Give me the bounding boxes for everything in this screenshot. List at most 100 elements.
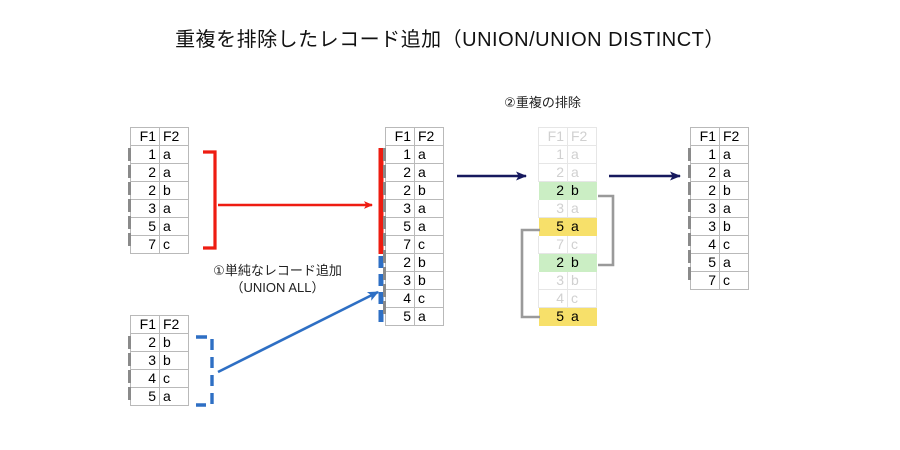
row-handle-tick [688,165,691,178]
cell-f1: 2 [538,181,568,200]
cell-f2: a [567,307,597,326]
cell-f1: 3 [538,271,568,290]
table-header-row: F1 F2 [690,127,749,146]
cell-f2: a [719,199,749,218]
cell-f2: a [567,217,597,236]
cell-f2: c [567,289,597,308]
cell-f2: b [159,351,189,370]
cell-f1: 3 [385,271,415,290]
blue-arrow-append-b [217,290,379,374]
row-handle-tick [688,199,691,212]
row-handle-tick [128,182,131,195]
cell-f1: 3 [690,217,720,236]
caption-dedupe-text: ②重複の排除 [504,95,581,110]
cell-f1: 5 [385,217,415,236]
row-handle-tick [383,301,386,314]
row-handle-tick [128,165,131,178]
cell-f2: a [567,199,597,218]
cell-f1: 4 [690,235,720,254]
cell-f1: 3 [385,199,415,218]
cell-f2: a [567,163,597,182]
page-title: 重複を排除したレコード追加（UNION/UNION DISTINCT） [175,29,725,51]
cell-f1: 4 [538,289,568,308]
cell-f1: 1 [538,145,568,164]
cell-f2: c [719,271,749,290]
row-handle-tick [688,250,691,263]
caption-union-all-line2: （UNION ALL） [230,280,325,295]
cell-f2: a [159,387,189,406]
column-header-f1: F1 [690,127,720,146]
cell-f2: b [719,181,749,200]
cell-f2: b [567,253,597,272]
cell-f2: c [159,235,189,254]
cell-f1: 7 [538,235,568,254]
row-handle-tick [383,233,386,246]
cell-f2: a [414,199,444,218]
cell-f1: 2 [130,333,160,352]
cell-f1: 2 [538,163,568,182]
cell-f2: c [414,289,444,308]
cell-f2: a [414,145,444,164]
column-header-f2: F2 [414,127,444,146]
cell-f2: b [567,181,597,200]
column-header-f2: F2 [159,315,189,334]
cell-f1: 5 [130,387,160,406]
cell-f1: 2 [130,163,160,182]
cell-f2: b [414,271,444,290]
caption-union-all-line1: ①単純なレコード追加 [213,263,342,278]
cell-f2: c [719,235,749,254]
cell-f2: a [159,163,189,182]
duplicate-link-green [598,194,615,267]
cell-f2: c [159,369,189,388]
row-handle-tick [128,233,131,246]
caption-dedupe: ②重複の排除 [455,94,630,111]
table-header-row: F1 F2 [130,315,189,334]
cell-f2: a [159,199,189,218]
row-handle-tick [128,216,131,229]
cell-f1: 2 [690,163,720,182]
row-handle-tick [128,336,131,349]
cell-f2: b [159,333,189,352]
row-handle-tick [128,199,131,212]
cell-f1: 1 [385,145,415,164]
column-header-f2: F2 [159,127,189,146]
cell-f1: 4 [130,369,160,388]
cell-f1: 4 [385,289,415,308]
cell-f1: 2 [385,163,415,182]
column-header-f1: F1 [130,315,160,334]
red-bracket-source-a [203,150,217,250]
row-handle-tick [383,165,386,178]
cell-f2: a [719,163,749,182]
cell-f2: b [567,271,597,290]
